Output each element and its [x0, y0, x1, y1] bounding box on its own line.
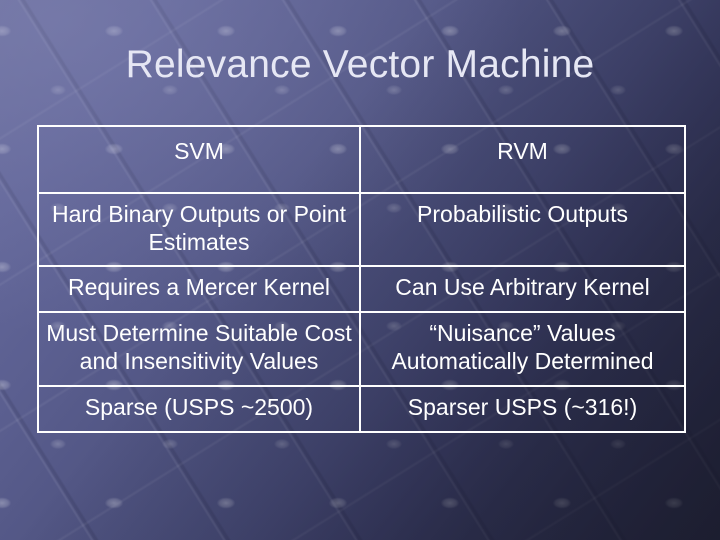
cell-svm-outputs: Hard Binary Outputs or Point Estimates: [37, 191, 361, 268]
cell-svm-kernel: Requires a Mercer Kernel: [37, 265, 361, 314]
table-row: Must Determine Suitable Cost and Insensi…: [37, 311, 686, 387]
table-row: Requires a Mercer Kernel Can Use Arbitra…: [37, 265, 686, 314]
cell-svm-parameters: Must Determine Suitable Cost and Insensi…: [37, 311, 361, 387]
cell-svm-sparsity: Sparse (USPS ~2500): [37, 384, 361, 433]
cell-rvm-parameters: “Nuisance” Values Automatically Determin…: [359, 311, 686, 387]
column-header-svm: SVM: [37, 125, 361, 194]
cell-rvm-sparsity: Sparser USPS (~316!): [359, 384, 686, 433]
svm-rvm-comparison-table: SVM RVM Hard Binary Outputs or Point Est…: [37, 125, 686, 433]
table-header-row: SVM RVM: [37, 125, 686, 194]
cell-rvm-kernel: Can Use Arbitrary Kernel: [359, 265, 686, 314]
table-row: Sparse (USPS ~2500) Sparser USPS (~316!): [37, 384, 686, 433]
cell-rvm-outputs: Probabilistic Outputs: [359, 191, 686, 268]
slide-title: Relevance Vector Machine: [125, 43, 595, 86]
table-row: Hard Binary Outputs or Point Estimates P…: [37, 191, 686, 268]
column-header-rvm: RVM: [359, 125, 686, 194]
